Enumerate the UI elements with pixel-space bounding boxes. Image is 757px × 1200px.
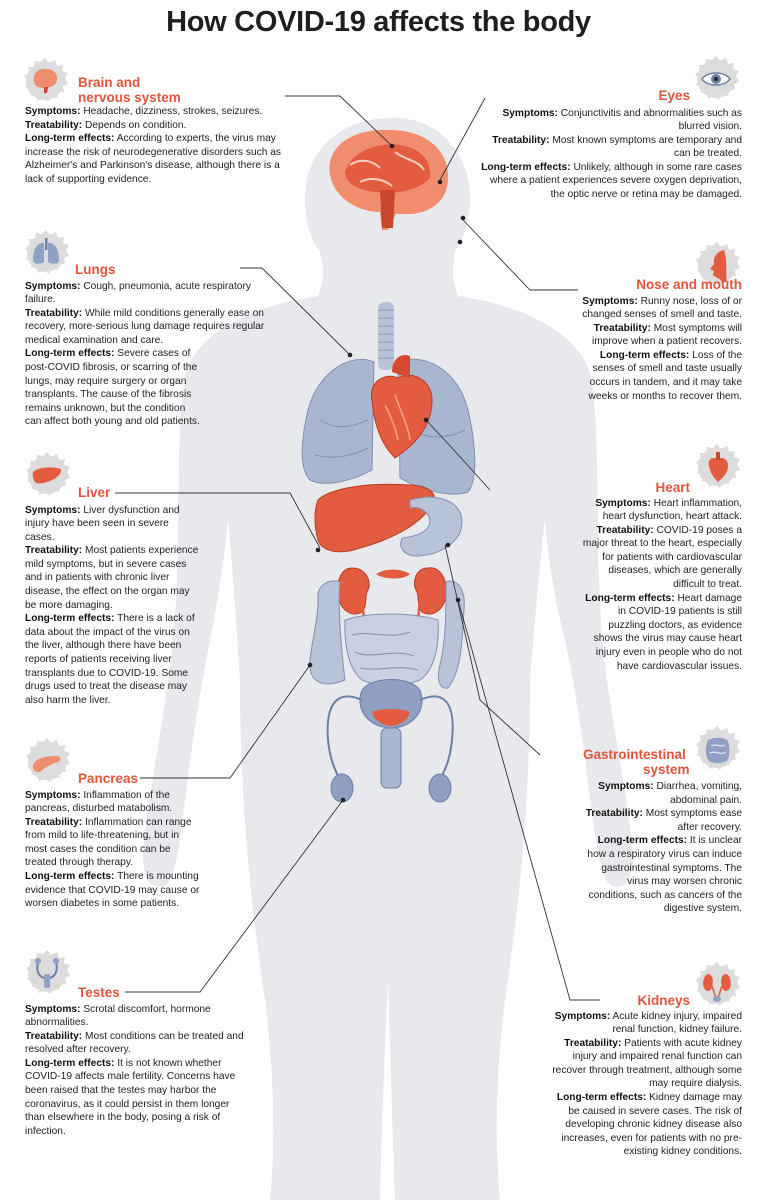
section-gastrointestinal: Gastrointestinal system Symptoms: Diarrh… bbox=[583, 747, 742, 915]
leader-lines bbox=[115, 95, 600, 1001]
section-eyes: Eyes Symptoms: Conjunctivitis and abnorm… bbox=[474, 88, 742, 202]
intestine-icon bbox=[696, 726, 740, 770]
intestines-organ bbox=[309, 580, 465, 689]
section-liver-title: Liver bbox=[78, 485, 111, 500]
testes-icon bbox=[26, 950, 70, 994]
section-testes: Testes Symptoms: Scrotal discomfort, hor… bbox=[25, 985, 247, 1138]
section-lungs-title: Lungs bbox=[75, 262, 116, 277]
page-title: How COVID-19 affects the body bbox=[166, 6, 591, 38]
section-eyes-title: Eyes bbox=[658, 88, 690, 103]
kidneys-icon bbox=[696, 962, 740, 1006]
section-lungs: Lungs Symptoms: Cough, pneumonia, acute … bbox=[25, 262, 265, 428]
section-nose-mouth: Nose and mouth Symptoms: Runny nose, los… bbox=[565, 277, 742, 403]
liver-icon bbox=[26, 452, 70, 496]
section-heart: Heart Symptoms: Heart inflammation, hear… bbox=[578, 480, 742, 673]
brain-icon bbox=[24, 58, 68, 102]
section-brain-title: Brain and nervous system bbox=[78, 75, 181, 105]
section-kidneys-title: Kidneys bbox=[637, 993, 690, 1008]
face-profile-icon bbox=[696, 242, 740, 286]
pancreas-icon bbox=[26, 738, 70, 782]
heart-organ bbox=[370, 354, 433, 459]
stomach-organ bbox=[400, 496, 463, 557]
section-kidneys: Kidneys Symptoms: Acute kidney injury, i… bbox=[545, 993, 742, 1159]
section-gastrointestinal-title: Gastrointestinal system bbox=[583, 747, 690, 777]
section-brain: Brain and nervous system Symptoms: Heada… bbox=[25, 75, 300, 187]
liver-organ bbox=[314, 483, 435, 553]
brain-organ bbox=[329, 129, 449, 230]
section-nose-mouth-title: Nose and mouth bbox=[636, 277, 742, 292]
section-heart-title: Heart bbox=[655, 480, 690, 495]
leader-dots bbox=[307, 143, 466, 803]
section-pancreas: Pancreas Symptoms: Inflammation of the p… bbox=[25, 771, 200, 910]
trachea bbox=[378, 302, 394, 370]
eye-icon bbox=[695, 56, 739, 100]
section-liver: Liver Symptoms: Liver dysfunction and in… bbox=[25, 485, 201, 707]
section-pancreas-title: Pancreas bbox=[78, 771, 139, 786]
lungs-icon bbox=[25, 230, 69, 274]
section-testes-title: Testes bbox=[78, 985, 120, 1000]
heart-icon bbox=[696, 444, 740, 488]
reproductive-organ bbox=[326, 679, 454, 803]
